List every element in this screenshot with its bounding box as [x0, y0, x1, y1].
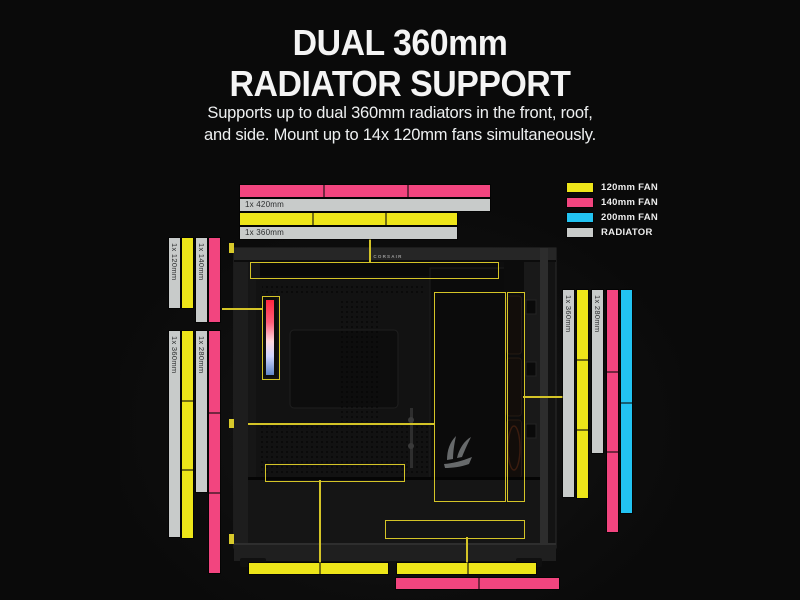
gpu-bracket — [410, 408, 413, 468]
segment-divider — [323, 185, 326, 197]
front-radiator-360-bar: 1x 360mm — [169, 331, 180, 537]
front-fan-2 — [506, 357, 522, 417]
subtitle-line-1: Supports up to dual 360mm radiators in t… — [207, 104, 593, 122]
legend: 120mm FAN 140mm FAN 200mm FAN RADIATOR — [567, 182, 658, 242]
glass-panel-edge — [540, 248, 548, 548]
segment-divider — [182, 400, 193, 402]
side-mount-inner-outline — [434, 292, 506, 502]
segment-divider — [209, 492, 220, 495]
front-fan-120-triple-bar — [182, 331, 193, 538]
bottom-fan-120-double-bar — [397, 563, 536, 574]
front-top-radiator-140-bar-label: 1x 140mm — [197, 243, 206, 281]
front-radiator-280-bar-label: 1x 280mm — [197, 336, 206, 374]
legend-140mm-fan-swatch — [567, 197, 593, 207]
rgb-fan-strip — [266, 300, 274, 375]
legend-120mm-fan: 120mm FAN — [567, 181, 659, 193]
side-radiator-360-bar: 1x 360mm — [563, 290, 574, 497]
case-top-frame — [234, 248, 556, 262]
legend-140mm-fan-label: 140mm FAN — [601, 196, 659, 208]
front-radiator-280-bar: 1x 280mm — [196, 331, 207, 492]
roof-fan-120-bar — [240, 213, 457, 225]
side-fan-200-double-bar — [621, 290, 632, 513]
case-bottom-frame — [234, 543, 556, 561]
bottom-fan-140-double-bar — [396, 578, 559, 589]
front-top-radiator-140-bar: 1x 140mm — [196, 238, 207, 322]
bottom-mount-outline — [385, 520, 525, 539]
segment-divider — [466, 563, 469, 574]
side-radiator-360-bar-label: 1x 360mm — [564, 295, 573, 333]
front-top-radiator-120-bar: 1x 120mm — [169, 238, 180, 308]
front-fan-1 — [506, 295, 522, 355]
side-radiator-280-bar: 1x 280mm — [592, 290, 603, 453]
legend-120mm-fan-swatch — [567, 182, 593, 192]
title-line-1: DUAL 360mm — [292, 22, 508, 63]
side-fan-140-triple-bar — [607, 290, 618, 532]
segment-divider — [209, 411, 220, 414]
subtitle-line-2: and side. Mount up to 14x 120mm fans sim… — [204, 125, 596, 144]
roof-mount-outline — [250, 262, 499, 279]
shroud-connector-line — [319, 480, 321, 564]
segment-divider — [607, 451, 618, 454]
case-front-frame — [234, 262, 248, 546]
roof-connector-line — [369, 237, 371, 263]
segment-divider — [182, 469, 193, 471]
legend-200mm-fan-label: 200mm FAN — [601, 211, 659, 223]
front-fan-strip-outline — [262, 296, 280, 380]
shroud-fan-120-double-bar — [249, 563, 388, 574]
legend-radiator: RADIATOR — [567, 226, 658, 238]
roof-radiator-360-bar: 1x 360mm — [240, 227, 457, 239]
legend-200mm-fan-swatch — [567, 212, 593, 222]
front-pin-top — [229, 243, 234, 253]
legend-120mm-fan-label: 120mm FAN — [601, 181, 659, 193]
page-title: DUAL 360mm RADIATOR SUPPORT — [24, 22, 776, 105]
front-top-radiator-120-bar-label: 1x 120mm — [170, 243, 179, 281]
segment-divider — [577, 428, 588, 431]
legend-radiator-label: RADIATOR — [601, 226, 653, 238]
segment-divider — [477, 578, 480, 589]
front-fan-140-triple-bar — [209, 331, 220, 573]
front-top-fan-120-bar — [182, 238, 193, 308]
bottom-connector-line — [466, 537, 468, 564]
segment-divider — [607, 370, 618, 373]
psu-shroud — [248, 480, 540, 543]
segment-divider — [577, 359, 588, 362]
side-connector-line — [523, 396, 563, 398]
title-line-2: RADIATOR SUPPORT — [229, 63, 571, 105]
side-radiator-280-bar-label: 1x 280mm — [593, 295, 602, 333]
roof-radiator-360-bar-label: 1x 360mm — [245, 228, 284, 237]
shroud-mount-outline — [265, 464, 405, 482]
segment-divider — [312, 213, 315, 225]
case-rear-frame — [524, 262, 540, 546]
front-top-connector-line — [222, 308, 262, 310]
front-top-fan-140-bar — [209, 238, 220, 322]
segment-divider — [621, 401, 632, 404]
legend-radiator-swatch — [567, 227, 593, 237]
segment-divider — [406, 185, 409, 197]
roof-fan-140-bar — [240, 185, 490, 197]
segment-divider — [384, 213, 387, 225]
corsair-sails-logo-icon — [444, 436, 472, 468]
side-fan-120-triple-bar — [577, 290, 588, 498]
legend-140mm-fan: 140mm FAN — [567, 196, 659, 208]
front-radiator-360-bar-label: 1x 360mm — [170, 336, 179, 374]
case-logo-text: CORSAIR — [373, 254, 402, 259]
front-pin-bottom — [229, 534, 234, 544]
segment-divider — [318, 563, 321, 574]
roof-radiator-420-bar: 1x 420mm — [240, 199, 490, 211]
front-pin-mid — [229, 419, 234, 428]
legend-200mm-fan: 200mm FAN — [567, 211, 659, 223]
page-subtitle: Supports up to dual 360mm radiators in t… — [0, 103, 800, 147]
front-bottom-connector-line — [248, 423, 434, 425]
roof-radiator-420-bar-label: 1x 420mm — [245, 200, 284, 209]
